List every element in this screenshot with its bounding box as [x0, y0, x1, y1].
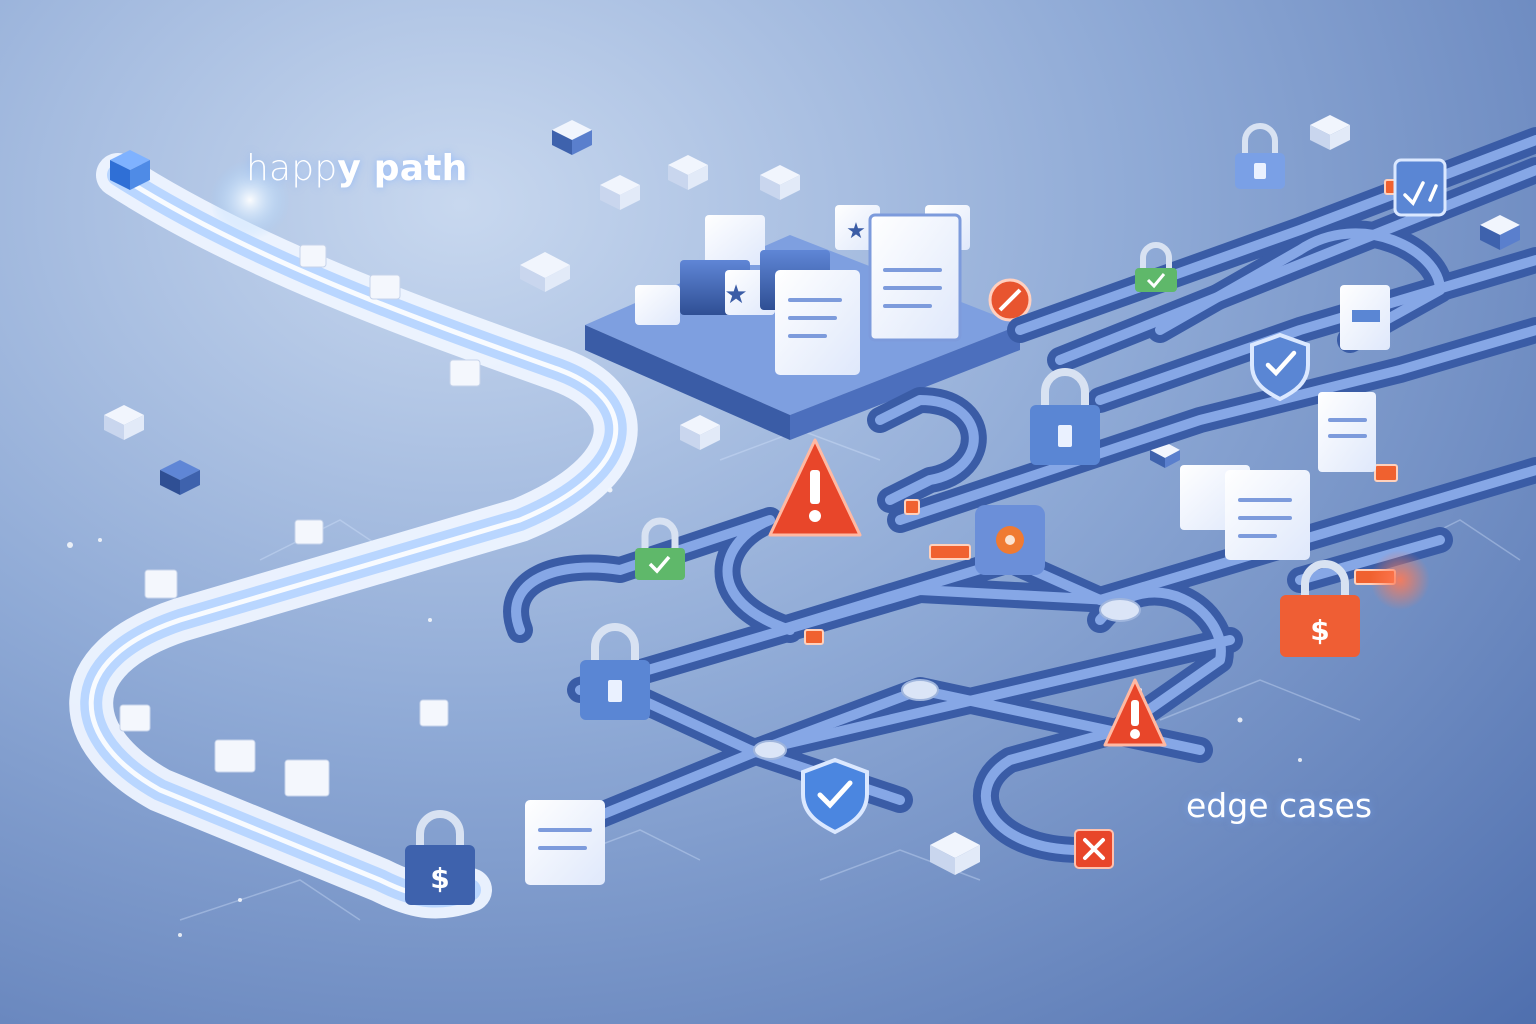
- edge-cases-label: edge cases: [1186, 786, 1372, 825]
- lock-icon-green-2: [635, 521, 685, 580]
- happy-path-label: happy path: [246, 148, 468, 189]
- happy-path-label-bold: y path: [337, 148, 467, 189]
- lock-icon-green-1: [1135, 245, 1177, 292]
- gear-icon: [975, 505, 1045, 575]
- lock-icon-blue-2: [580, 627, 650, 720]
- lock-icon-blue-1: [1030, 372, 1100, 465]
- svg-text:$: $: [1310, 614, 1329, 647]
- warning-triangle-icon-1: [770, 440, 860, 535]
- svg-text:★: ★: [846, 219, 866, 244]
- check-badge-icon: [1395, 160, 1445, 215]
- red-glow: [1370, 550, 1430, 610]
- error-x-icon: [1075, 830, 1113, 868]
- lock-icon-blue-3: [1235, 126, 1285, 189]
- edge-case-network: [516, 140, 1536, 850]
- circuit-lines: [180, 430, 1520, 920]
- gear-icon-badge: [990, 280, 1030, 320]
- shield-check-icon-1: [803, 760, 867, 832]
- svg-text:★: ★: [724, 280, 747, 310]
- lock-icon-dollar: $: [405, 814, 475, 905]
- happy-path-label-light: happ: [246, 148, 337, 189]
- svg-text:$: $: [430, 862, 449, 895]
